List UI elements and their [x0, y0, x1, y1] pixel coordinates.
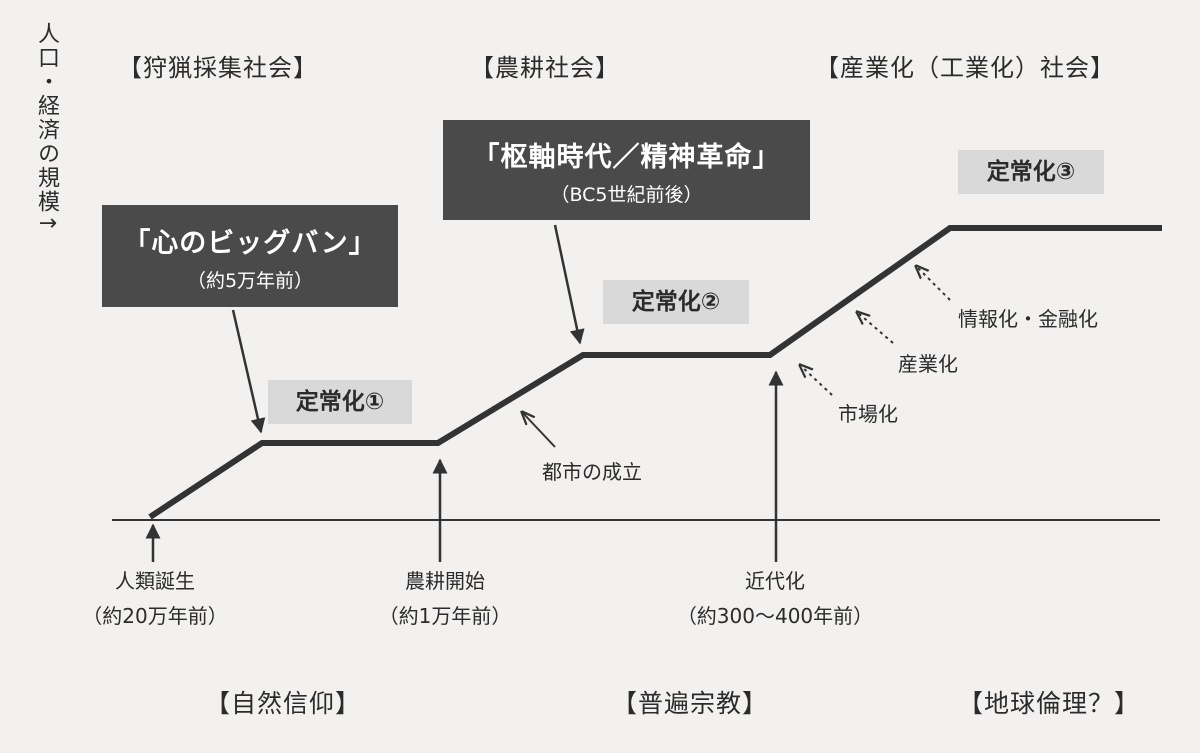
era-agricultural: 【農耕社会】 — [470, 54, 620, 82]
arrow-axial-age — [553, 224, 585, 345]
religion-earth-ethics: 【地球倫理？】 — [958, 689, 1141, 718]
arrow-big-bang — [231, 309, 266, 434]
event-agriculture: 農耕開始 （約1万年前） — [355, 564, 535, 634]
big-bang-title: 「心のビッグバン」 — [123, 228, 377, 259]
event-human-birth-name: 人類誕生 — [115, 569, 195, 593]
event-agriculture-name: 農耕開始 — [405, 569, 485, 593]
event-human-birth: 人類誕生 （約20万年前） — [60, 564, 250, 634]
arrow-industry — [857, 312, 894, 344]
steady-state-2: 定常化② — [603, 280, 749, 324]
religion-nature-worship: 【自然信仰】 — [205, 689, 362, 718]
steady-state-3: 定常化③ — [958, 150, 1104, 194]
axial-age-date: （BC5世紀前後） — [550, 184, 703, 206]
big-bang-box: 「心のビッグバン」 （約5万年前） — [102, 205, 398, 307]
arrow-city — [522, 412, 556, 448]
religion-universal: 【普遍宗教】 — [612, 689, 769, 718]
axial-age-title: 「枢軸時代／精神革命」 — [472, 142, 781, 173]
label-city: 都市の成立 — [542, 460, 642, 484]
arrow-info-finance — [916, 266, 951, 301]
axial-age-box: 「枢軸時代／精神革命」 （BC5世紀前後） — [443, 120, 810, 220]
big-bang-date: （約5万年前） — [186, 270, 314, 292]
event-modernization-date: （約300～400年前） — [676, 604, 874, 628]
y-axis-label: 人口・経済の規模↑ — [34, 22, 59, 235]
era-hunter-gatherer: 【狩猟採集社会】 — [118, 54, 318, 82]
era-industrial: 【産業化（工業化）社会】 — [815, 54, 1115, 82]
steady-state-1: 定常化① — [268, 380, 412, 424]
event-agriculture-date: （約1万年前） — [378, 604, 512, 628]
arrow-market — [800, 365, 833, 396]
event-human-birth-date: （約20万年前） — [82, 604, 228, 628]
event-modernization-name: 近代化 — [745, 569, 805, 593]
label-info-finance: 情報化・金融化 — [958, 307, 1098, 331]
event-modernization: 近代化 （約300～400年前） — [660, 564, 890, 634]
growth-curve — [148, 225, 1162, 520]
label-industry: 産業化 — [898, 352, 958, 376]
label-market: 市場化 — [838, 402, 898, 426]
